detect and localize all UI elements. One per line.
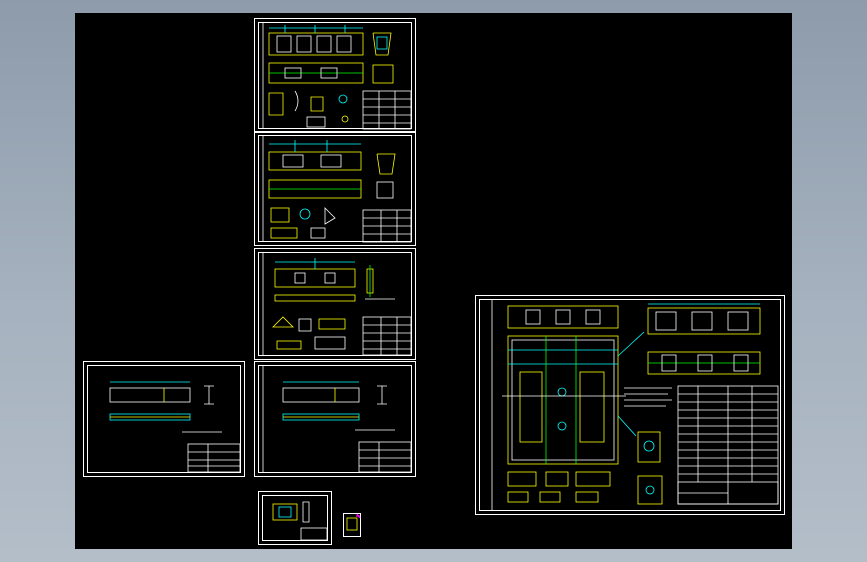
sheet-2-frame [258, 135, 412, 242]
sheet-5-frame [87, 365, 241, 473]
sheet-3-frame [258, 252, 412, 356]
sheet-3-drawing [262, 253, 412, 356]
sheet-4-frame [258, 365, 412, 473]
drawing-sheet-1[interactable] [254, 18, 416, 133]
sheet-6-drawing [272, 501, 328, 541]
sheet-5-drawing [109, 381, 241, 473]
drawing-sheet-8[interactable] [475, 295, 785, 515]
drawing-sheet-5[interactable] [83, 361, 245, 477]
drawing-canvas[interactable] [75, 13, 792, 549]
sheet-2-drawing [262, 136, 412, 243]
drawing-sheet-2[interactable] [254, 131, 416, 246]
sheet-8-drawing [491, 300, 779, 510]
sheet-4-drawing [262, 366, 412, 473]
drawing-sheet-3[interactable] [254, 248, 416, 360]
sheet-6-frame [262, 495, 328, 541]
sheet-1-drawing [262, 23, 412, 130]
drawing-sheet-7[interactable] [343, 513, 361, 537]
sheet-7-drawing [346, 513, 361, 531]
sheet-1-frame [258, 22, 412, 129]
drawing-sheet-4[interactable] [254, 361, 416, 477]
drawing-sheet-6[interactable] [258, 491, 332, 545]
sheet-8-frame [479, 299, 781, 511]
